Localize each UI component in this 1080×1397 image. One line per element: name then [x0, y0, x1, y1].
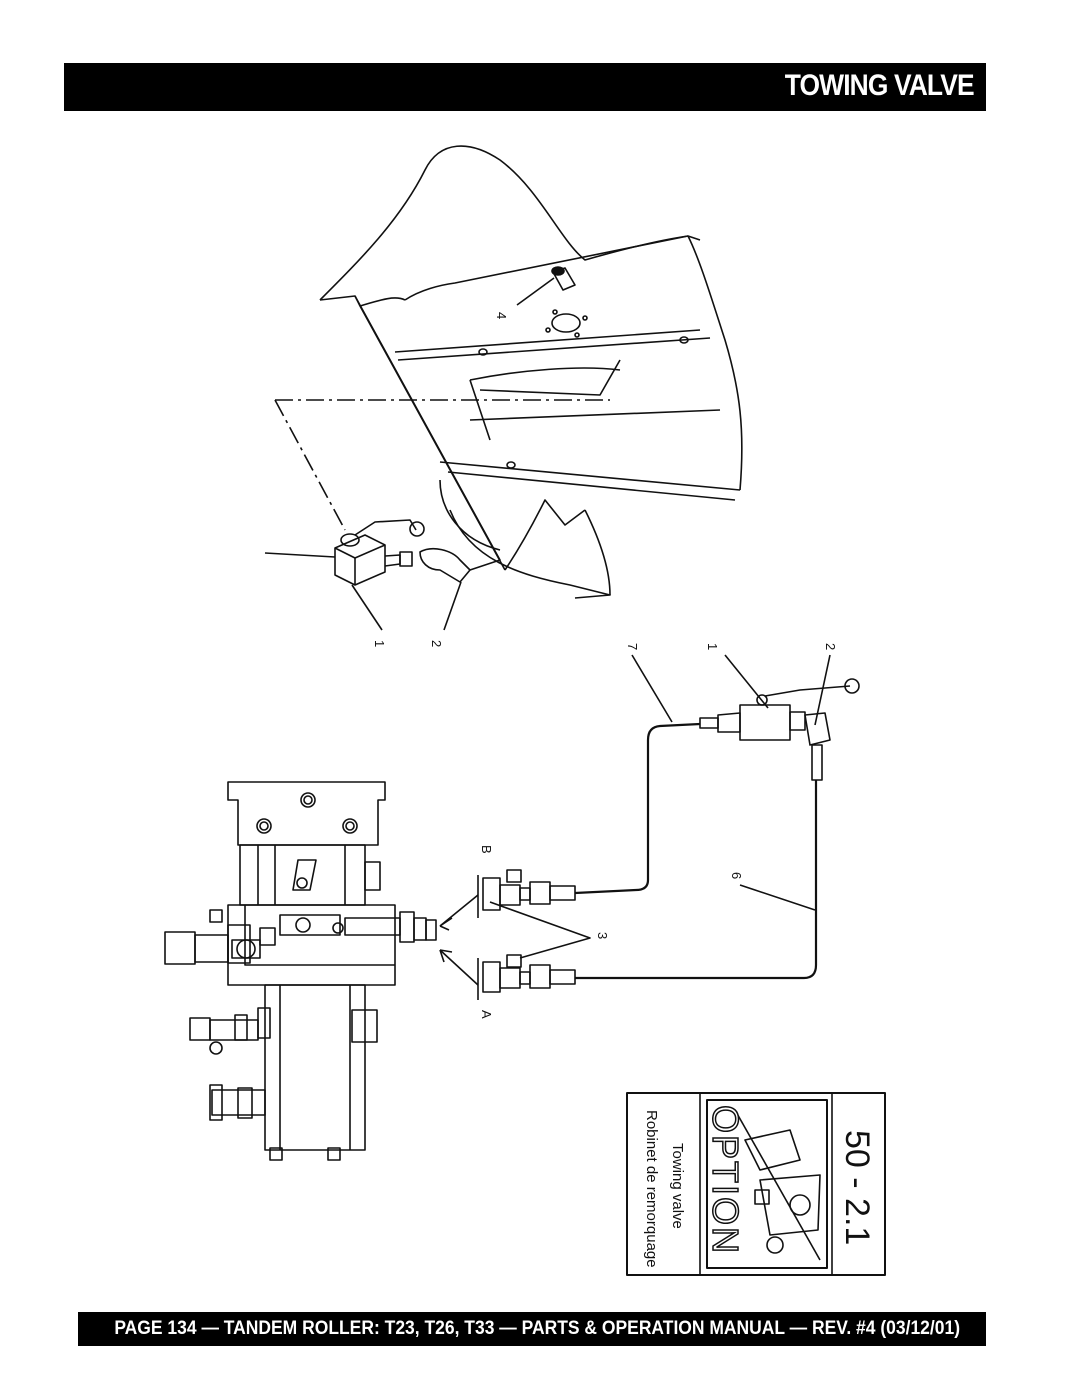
option-caption-en: Towing valve: [669, 1143, 686, 1229]
callout-6: 6: [729, 872, 744, 879]
towing-valve-upper: [264, 519, 471, 631]
towing-valve-lower: [631, 654, 860, 911]
option-caption-fr: Robinet de remorquage: [643, 1110, 660, 1268]
callout-3: 3: [595, 932, 610, 939]
callout-4: 4: [494, 312, 509, 319]
port-b-label: B: [479, 845, 494, 854]
callout-1-lower: 1: [705, 643, 720, 650]
option-banner: OPTION: [705, 1105, 746, 1255]
callout-7: 7: [625, 643, 640, 650]
option-code: 50 - 2.1: [838, 1130, 876, 1245]
callout-2-upper: 2: [429, 640, 444, 647]
fittings: [439, 869, 591, 1000]
hoses: [574, 722, 818, 980]
footer-bar: PAGE 134 — TANDEM ROLLER: T23, T26, T33 …: [78, 1312, 986, 1346]
callout-1-upper: 1: [372, 640, 387, 647]
port-a-label: A: [479, 1010, 494, 1019]
callout-2-lower: 2: [823, 643, 838, 650]
option-panel: [626, 1092, 886, 1276]
pump-assembly: [164, 781, 437, 1161]
title-bar: TOWING VALVE: [64, 63, 986, 111]
page-title: TOWING VALVE: [785, 69, 975, 102]
footer-text: PAGE 134 — TANDEM ROLLER: T23, T26, T33 …: [114, 1318, 961, 1339]
machine-frame-drawing: [274, 145, 743, 599]
